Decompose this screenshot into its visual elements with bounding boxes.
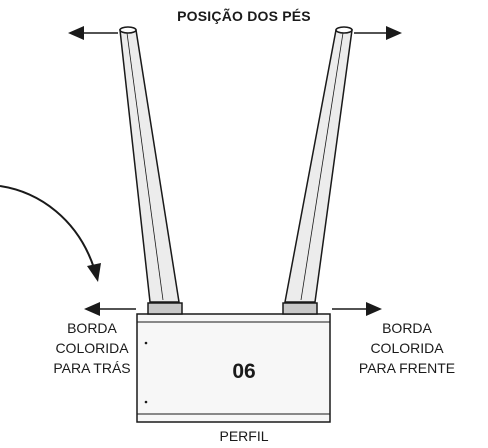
arrow-bottom-right-head: [366, 302, 382, 316]
profile-box-dot-bottom: [144, 400, 148, 404]
arrow-top-right-head: [386, 26, 402, 40]
right-side-label: BORDA COLORIDA PARA FRENTE: [332, 318, 482, 378]
left-label-line: COLORIDA: [55, 340, 129, 356]
left-leg-highlight: [126, 32, 164, 301]
profile-box-dot-top: [144, 341, 148, 345]
profile-label: PERFIL: [219, 428, 269, 444]
arrow-top-left-head: [68, 26, 84, 40]
left-label-line: PARA TRÁS: [53, 360, 131, 376]
profile-number: 06: [232, 360, 256, 383]
right-leg-highlight: [300, 32, 344, 301]
right-cap: [282, 302, 318, 315]
left-leg-top: [119, 26, 137, 34]
right-label-line: COLORIDA: [370, 340, 444, 356]
title: POSIÇÃO DOS PÉS: [177, 8, 311, 24]
right-label-line: PARA FRENTE: [358, 360, 456, 376]
arrow-bottom-left-head: [84, 302, 100, 316]
profile-box: [136, 313, 331, 423]
right-leg-top: [335, 26, 353, 34]
right-label-line: BORDA: [382, 320, 432, 336]
left-cap: [147, 302, 183, 315]
right-leg: [284, 29, 353, 303]
left-leg: [119, 29, 180, 303]
left-label-line: BORDA: [67, 320, 117, 336]
curved-arrow: [0, 185, 95, 269]
curved-arrow-head: [87, 263, 101, 282]
left-side-label: BORDA COLORIDA PARA TRÁS: [22, 318, 162, 378]
